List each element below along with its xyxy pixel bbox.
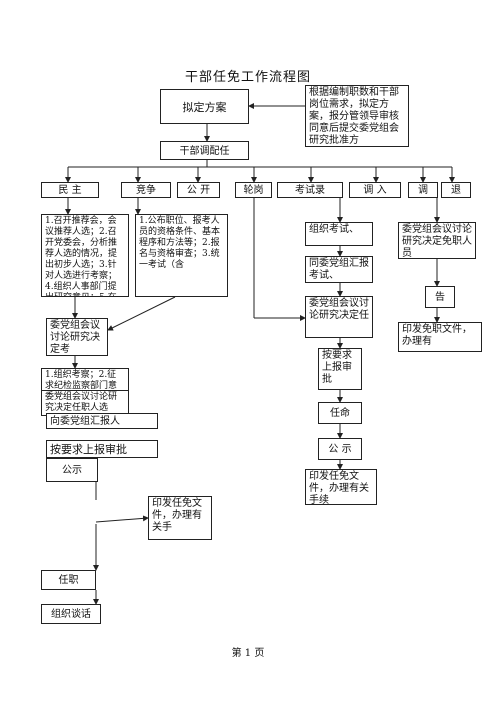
page-title: 干部任免工作流程图 [184, 70, 311, 85]
rotation-node: 轮岗 [235, 182, 272, 198]
report-approve-left-node: 按要求上报审批 [46, 440, 158, 458]
publicity-right-node: 公 示 [318, 438, 362, 460]
party-decide-remove-node: 委党组会议讨论研究决定免职人员 [398, 222, 476, 259]
recommend-steps-node: 1.召开推荐会，会议推荐人选；2.召开党委会，分析推荐人选的情况，提出初步人选；… [41, 214, 129, 297]
organization-talk-node: 组织谈话 [41, 604, 101, 624]
publicity-left-node: 公示 [46, 458, 98, 482]
retire-node: 退 [441, 182, 471, 198]
report-party-node: 向委党组汇报人 [46, 413, 158, 429]
party-decide-left-node: 委党组会议讨论研究决定任职人选 [41, 390, 129, 416]
take-office-node: 任职 [41, 570, 96, 590]
appoint-right-node: 任命 [318, 402, 362, 424]
organize-exam-node: 组织考试、 [305, 222, 373, 246]
report-exam-node: 同委党组汇报考试、 [305, 256, 373, 283]
transfer-in-node: 调 入 [349, 182, 401, 198]
public-steps-node: 1.公布职位、报考人员的资格条件、基本程序和方法等；2.报名与资格审查；3.统一… [135, 214, 228, 297]
issue-remove-node: 印发免职文件，办理有 [398, 322, 482, 352]
transfer-out-node: 调 [408, 182, 438, 198]
party-decide-appoint-node: 委党组会议讨论研究决定任 [305, 296, 373, 338]
competition-node: 竞争 [121, 182, 171, 198]
report-approve-right-node: 按要求上报审批 [318, 348, 362, 390]
issue-appoint-right-node: 印发任免文件，办理有关手续 [305, 469, 377, 505]
page-footer: 第 1 页 [231, 648, 265, 659]
notify-node: 告 [425, 286, 455, 308]
propose-plan-node: 拟定方案 [160, 89, 249, 124]
issue-appoint-left-node: 印发任免文件，办理有关手 [148, 496, 212, 540]
cadre-allocation-node: 干部调配任 [160, 141, 249, 160]
public-selection-node: 公 开 [177, 182, 220, 198]
inspection-node: 1.组织考察；2.征求纪检监察部门意见 [41, 368, 129, 392]
party-study-node: 委党组会议讨论研究决定考 [46, 318, 108, 356]
democratic-recommend-node: 民 主 [41, 182, 99, 198]
plan-basis-node: 根据编制职数和干部岗位需求，拟定方案，报分管领导审核同意后提交委党组会研究批准方 [305, 85, 409, 147]
exam-recruit-node: 考试录 [277, 182, 343, 198]
